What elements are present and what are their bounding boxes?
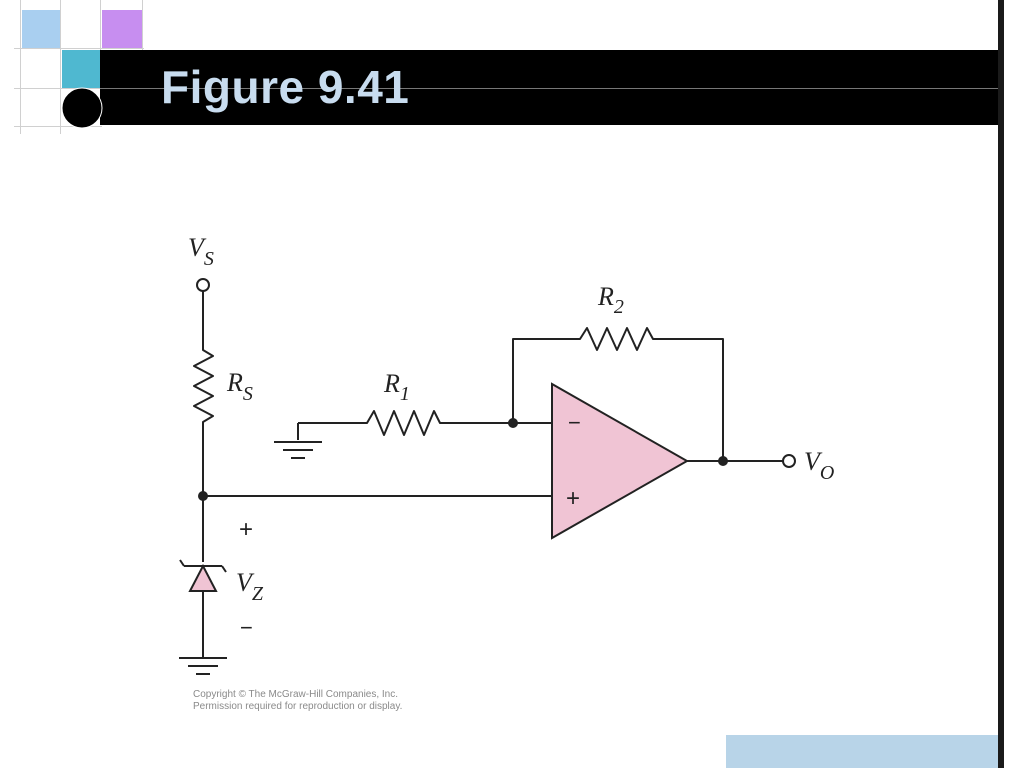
label-part: V [236,568,255,597]
terminal-icon [782,454,796,468]
junction-node [508,418,518,428]
decor-grid-line [142,0,143,50]
opamp-plus-label: + [566,485,580,512]
decor-square-purple [102,10,142,48]
vs-label: VS [188,233,214,270]
decor-circle-icon [61,87,103,129]
label-part: V [804,447,823,476]
circuit-diagram: − + VS RS R1 R2 VO VZ + − [179,233,834,675]
decor-accent-box [726,735,998,768]
wire [658,338,724,461]
vo-label: VO [804,447,834,484]
label-part: R [383,369,400,398]
r1-label: R1 [383,369,410,405]
label-part: S [243,383,253,405]
resistor-icon [362,410,446,436]
decor-grid-line [14,88,102,89]
label-part: R [597,282,614,311]
ground-icon [179,657,227,675]
decor-square-light-blue [22,10,60,48]
title-bar [100,50,998,125]
resistor-icon [576,327,658,351]
title-divider [100,88,998,89]
decor-grid-line [100,0,101,50]
label-part: 1 [400,383,410,405]
label-part: R [226,368,243,397]
label-part: S [204,248,214,270]
decor-grid-line [14,48,144,49]
r2-label: R2 [597,282,624,318]
op-amp-icon [551,382,690,540]
vz-label: VZ [236,568,264,605]
junction-node [198,491,208,501]
label-part: O [820,462,834,484]
right-border [998,0,1004,768]
ground-icon [274,441,322,459]
zener-minus-label: − [240,615,253,640]
opamp-minus-label: − [568,410,581,435]
rs-label: RS [226,368,253,405]
wire [512,338,576,423]
zener-plus-label: + [239,516,253,543]
terminal-icon [196,278,210,292]
junction-node [718,456,728,466]
decor-grid-line [20,0,21,134]
copyright-line: Copyright © The McGraw-Hill Companies, I… [193,689,399,700]
decor-grid-line [14,126,102,127]
permission-line: Permission required for reproduction or … [193,701,403,712]
label-part: Z [252,583,264,605]
resistor-icon [193,345,214,428]
right-margin [1004,0,1024,768]
copyright-notice: Copyright © The McGraw-Hill Companies, I… [193,689,402,713]
zener-diode-icon [179,559,227,592]
page-title: Figure 9.41 [161,61,410,113]
label-part: V [188,233,207,262]
label-part: 2 [614,296,624,318]
decor-square-teal [62,50,100,88]
decor-grid-line [60,0,61,134]
